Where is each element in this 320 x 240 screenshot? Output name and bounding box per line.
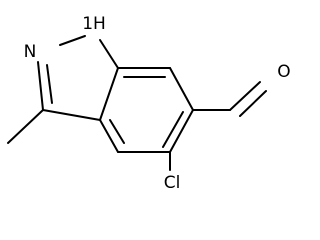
structure-canvas: N 1H O Cl (7, 14, 291, 193)
nh-label: 1H (82, 14, 106, 34)
bond-n2-n1 (59, 35, 86, 46)
bond-c3a-c3 (42, 109, 101, 121)
bond-c6-c5-inner (162, 111, 184, 148)
bond-cho-o (229, 81, 261, 111)
nitrogen-label: N (24, 42, 37, 62)
bond-n1-c7a (99, 39, 119, 69)
bond-c4-c3a-inner (109, 119, 125, 144)
molecule-drawing: N 1H O Cl (7, 14, 291, 193)
bond-c4-c3a (99, 119, 119, 153)
bond-c6-c5 (169, 109, 194, 153)
bond-c3-n2 (37, 61, 44, 111)
bond-c7a-c3a (99, 67, 119, 121)
oxygen-label: O (277, 62, 290, 82)
bond-c3-n2-inner (46, 64, 53, 104)
bond-cho-o-inner (239, 90, 267, 117)
bond-c7-c6 (169, 67, 194, 111)
bond-c3-methyl (7, 109, 44, 144)
chlorine-label: Cl (164, 173, 181, 193)
